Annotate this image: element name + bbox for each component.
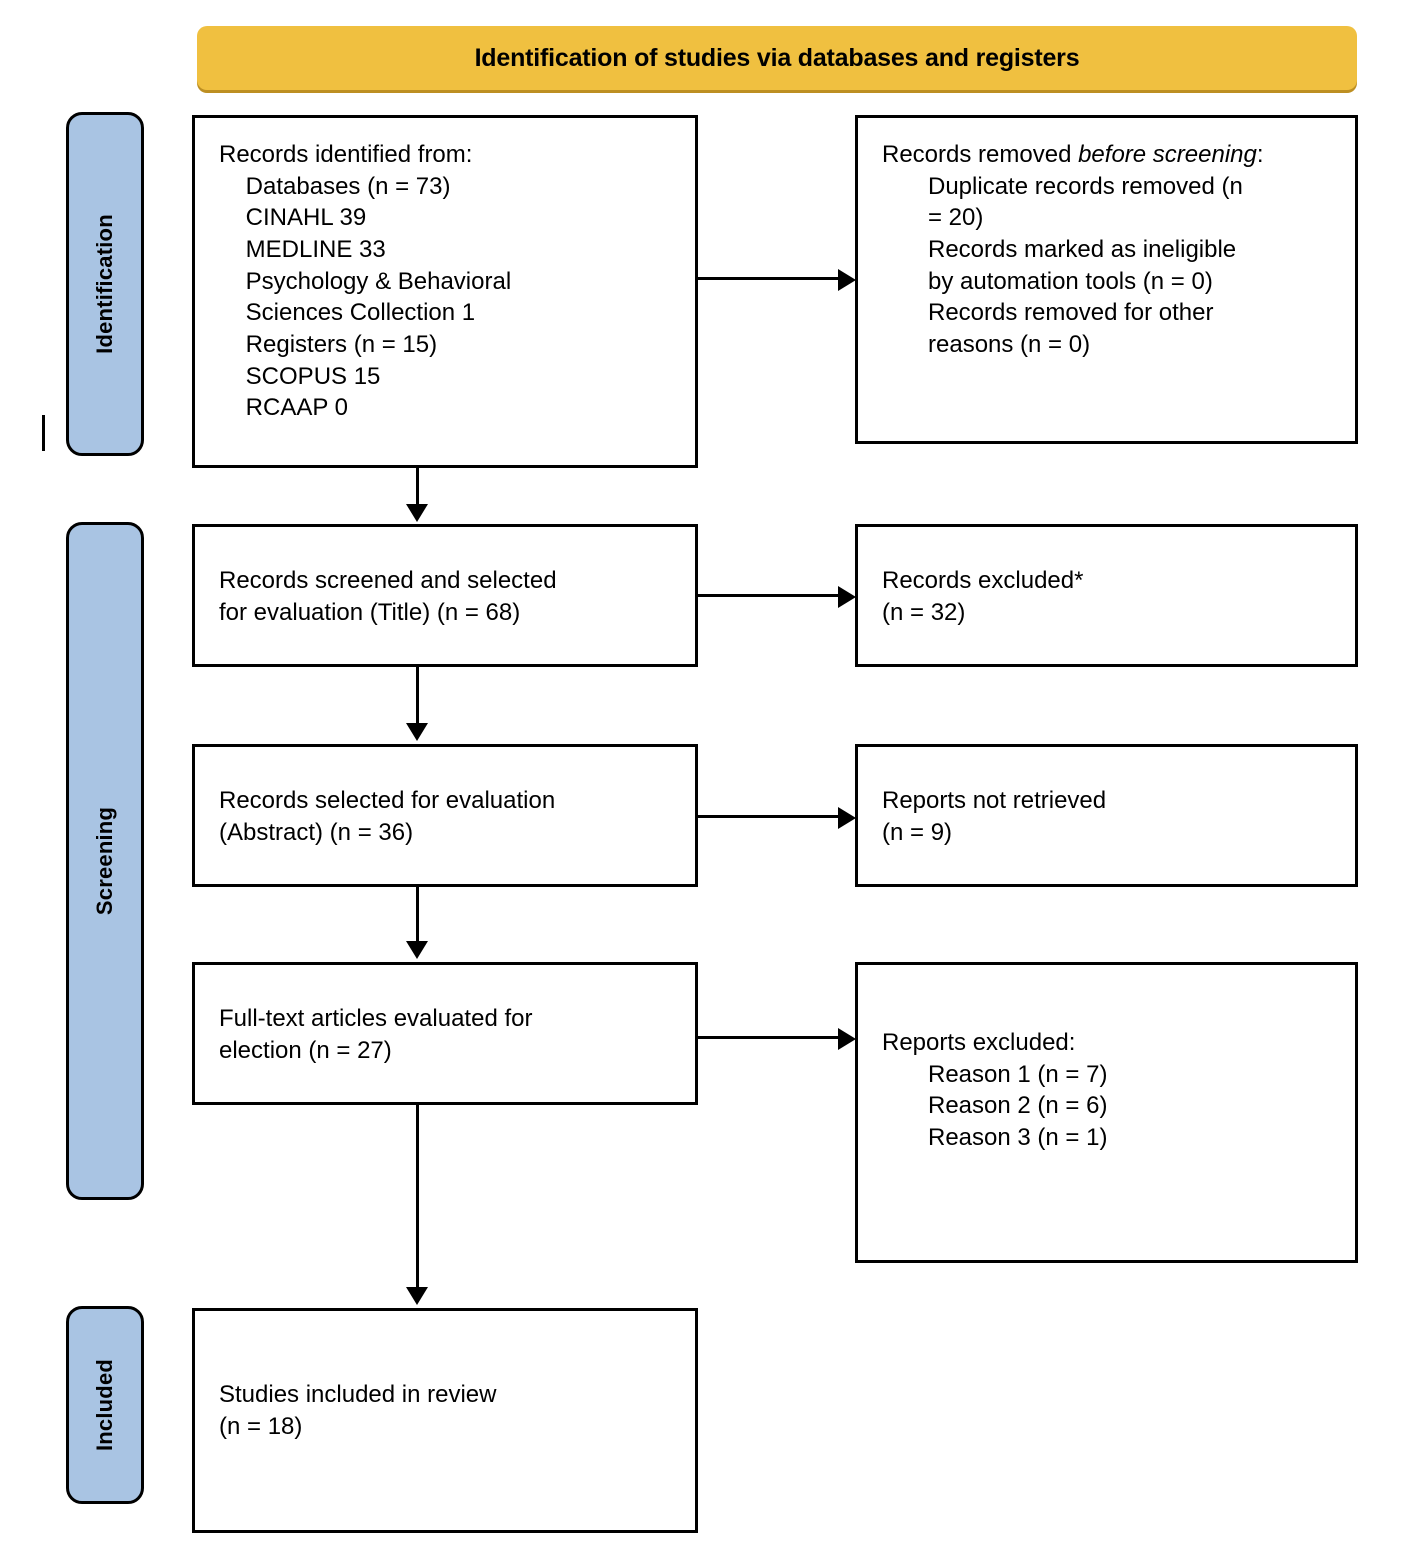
- removed-title-prefix: Records removed: [882, 141, 1079, 168]
- arrow-right-icon: [838, 807, 856, 829]
- box-reports-not-retrieved-text: Reports not retrieved (n = 9): [882, 787, 1107, 846]
- connector-abstract-to-fulltext: [416, 887, 419, 943]
- box-records-screened: Records screened and selected for evalua…: [192, 524, 698, 667]
- box-reports-excluded: Reports excluded: Reason 1 (n = 7) Reaso…: [855, 962, 1358, 1263]
- box-studies-included-text: Studies included in review (n = 18): [219, 1381, 497, 1440]
- box-records-excluded-text: Records excluded* (n = 32): [882, 567, 1084, 626]
- arrow-down-icon: [406, 504, 428, 522]
- box-records-identified-text: Records identified from: Databases (n = …: [219, 141, 512, 422]
- stage-bar-screening: Screening: [66, 522, 144, 1200]
- connector-screened-to-excluded: [698, 594, 840, 597]
- removed-line-1: = 20): [928, 204, 984, 232]
- header-banner: Identification of studies via databases …: [197, 26, 1357, 90]
- removed-title-suffix: :: [1256, 141, 1264, 168]
- removed-line-0: Duplicate records removed (n: [928, 172, 1243, 200]
- connector-screened-to-abstract: [416, 667, 419, 725]
- reports-excluded-reason-1: Reason 2 (n = 6): [928, 1092, 1108, 1120]
- connector-abstract-to-notretrieved: [698, 815, 840, 818]
- connector-fulltext-to-included: [416, 1105, 419, 1289]
- reports-excluded-reason-0: Reason 1 (n = 7): [928, 1060, 1108, 1088]
- connector-identified-to-removed: [698, 277, 840, 280]
- box-records-selected-abstract-text: Records selected for evaluation (Abstrac…: [219, 787, 556, 846]
- reports-excluded-reason-2: Reason 3 (n = 1): [928, 1124, 1108, 1152]
- box-full-text-articles: Full-text articles evaluated for electio…: [192, 962, 698, 1105]
- box-reports-excluded-text: Reports excluded: Reason 1 (n = 7) Reaso…: [882, 1027, 1345, 1154]
- removed-line-5: reasons (n = 0): [928, 331, 1091, 359]
- connector-identified-to-screened: [416, 468, 419, 506]
- removed-line-4: Records removed for other: [928, 299, 1214, 327]
- box-records-screened-text: Records screened and selected for evalua…: [219, 567, 557, 626]
- arrow-down-icon: [406, 723, 428, 741]
- box-records-selected-abstract: Records selected for evaluation (Abstrac…: [192, 744, 698, 887]
- stage-label-identification: Identification: [92, 214, 118, 354]
- box-records-removed-text: Records removed before screening: Duplic…: [882, 139, 1345, 361]
- box-records-removed-before-screening: Records removed before screening: Duplic…: [855, 115, 1358, 444]
- arrow-right-icon: [838, 1028, 856, 1050]
- arrow-right-icon: [838, 269, 856, 291]
- stage-bar-identification: Identification: [66, 112, 144, 456]
- arrow-right-icon: [838, 586, 856, 608]
- box-records-excluded: Records excluded* (n = 32): [855, 524, 1358, 667]
- box-studies-included: Studies included in review (n = 18): [192, 1308, 698, 1533]
- removed-line-2: Records marked as ineligible: [928, 236, 1237, 264]
- box-records-identified: Records identified from: Databases (n = …: [192, 115, 698, 468]
- arrow-down-icon: [406, 1287, 428, 1305]
- box-reports-not-retrieved: Reports not retrieved (n = 9): [855, 744, 1358, 887]
- stage-label-included: Included: [92, 1358, 117, 1452]
- stage-bar-included: Included: [66, 1306, 144, 1504]
- stage-label-screening: Screening: [92, 806, 118, 916]
- removed-title-italic: before screening: [1078, 141, 1257, 168]
- page-title: Identification of studies via databases …: [474, 43, 1080, 72]
- reports-excluded-title: Reports excluded:: [882, 1029, 1076, 1056]
- removed-line-3: by automation tools (n = 0): [928, 267, 1213, 295]
- box-full-text-articles-text: Full-text articles evaluated for electio…: [219, 1005, 533, 1064]
- connector-fulltext-to-reportsexcluded: [698, 1036, 840, 1039]
- left-tick-mark: [42, 415, 45, 451]
- arrow-down-icon: [406, 941, 428, 959]
